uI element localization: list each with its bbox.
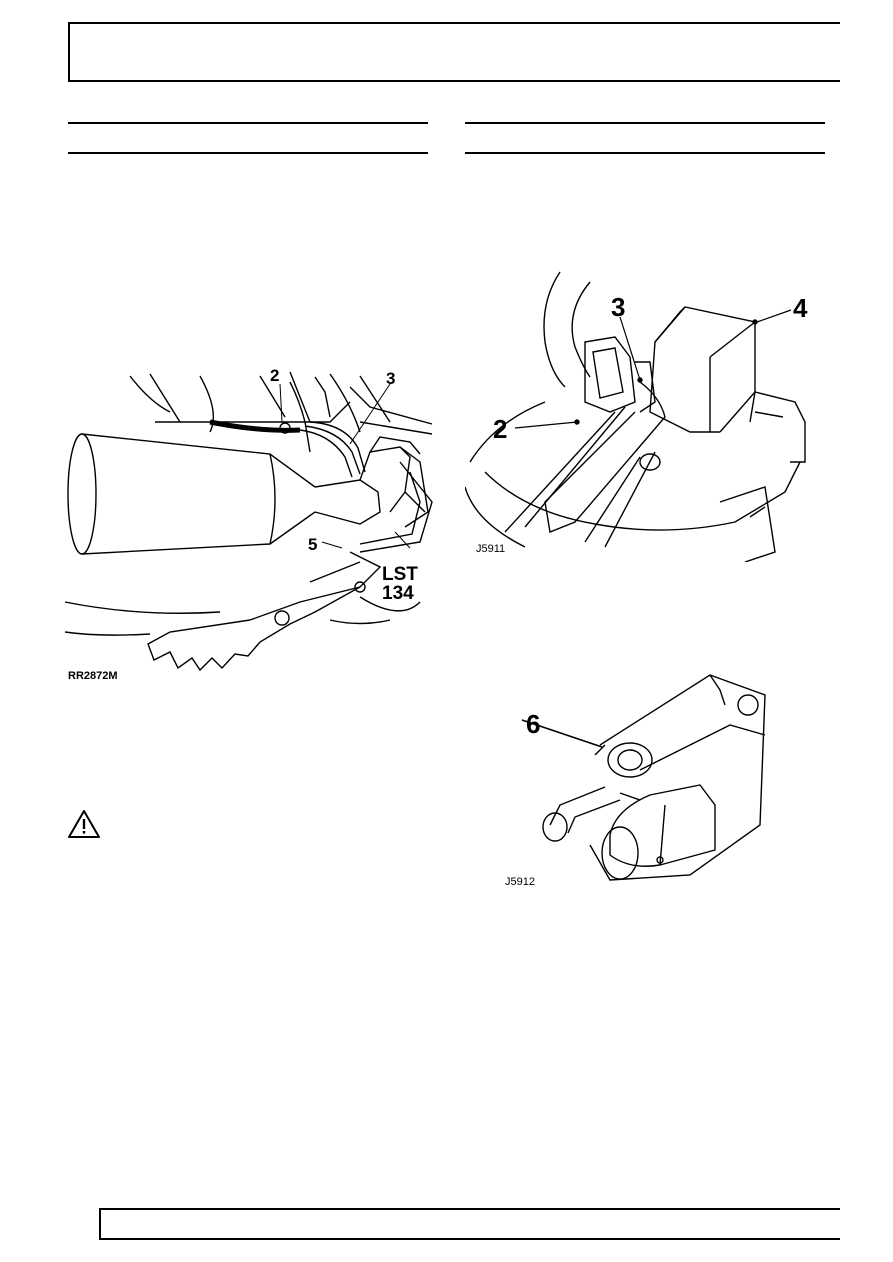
callout-3-left: 3 (386, 369, 395, 388)
right-column-bottom-rule (465, 152, 825, 154)
figure-right-bottom-caption: J5912 (505, 876, 535, 888)
tool-label-line1: LST (382, 564, 418, 585)
callout-6: 6 (526, 709, 540, 739)
tool-label-line2: 134 (382, 583, 414, 604)
right-column-top-rule (465, 122, 825, 124)
callout-2-left: 2 (270, 366, 279, 385)
left-column-bottom-rule (68, 152, 428, 154)
figure-right-top-caption: J5911 (476, 543, 506, 555)
callout-5-left: 5 (308, 535, 317, 554)
callout-4-right: 4 (793, 293, 808, 323)
figure-connector-canister: 2 3 4 (465, 271, 808, 562)
page-footer-frame (99, 1208, 840, 1240)
callout-2-right: 2 (493, 414, 507, 444)
callout-3-right: 3 (611, 292, 625, 322)
warning-triangle-icon (68, 810, 100, 838)
left-column-top-rule (68, 122, 428, 124)
figure-canister-detail: 6 (521, 674, 766, 881)
figure-left-caption: RR2872M (68, 670, 118, 682)
page-header-frame (68, 22, 840, 82)
figure-exhaust-sensor-tool: 2 3 5 LST 134 (64, 366, 433, 672)
